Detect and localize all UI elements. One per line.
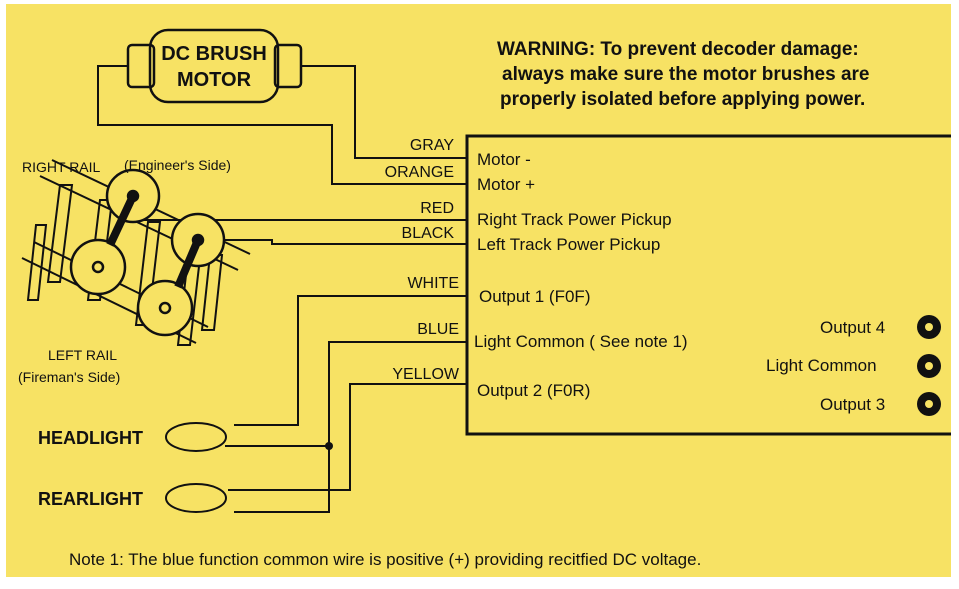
decoder-right-pickup: Right Track Power Pickup bbox=[477, 210, 672, 229]
wheels bbox=[69, 168, 226, 337]
decoder-light-common: Light Common bbox=[766, 356, 877, 375]
motor-label-line-2: MOTOR bbox=[176, 69, 252, 91]
rearlight-label: REARLIGHT bbox=[38, 489, 143, 509]
warning-line-2: always make sure the motor brushes are bbox=[502, 64, 870, 85]
motor-label-line-1: DC BRUSH bbox=[161, 43, 267, 65]
orange-wire bbox=[97, 65, 467, 185]
motor-symbol bbox=[126, 28, 303, 104]
wire-junction bbox=[325, 442, 333, 450]
left-rail-label: LEFT RAIL bbox=[48, 347, 117, 363]
yellow-wire bbox=[228, 383, 467, 491]
gray-wire bbox=[301, 65, 467, 159]
wire-label-yellow: YELLOW bbox=[392, 366, 459, 383]
footnote: Note 1: The blue function common wire is… bbox=[69, 550, 702, 569]
blue-wire bbox=[234, 341, 467, 513]
black-wire bbox=[198, 239, 467, 245]
decoder-output3: Output 3 bbox=[820, 395, 886, 414]
decoder-output1: Output 1 (F0F) bbox=[479, 287, 591, 306]
engineer-side-label: (Engineer's Side) bbox=[124, 157, 231, 173]
wire-label-blue: BLUE bbox=[417, 321, 459, 338]
decoder-light-common-note: Light Common ( See note 1) bbox=[474, 332, 688, 351]
decoder-motor-minus: Motor - bbox=[477, 150, 531, 169]
fireman-side-label: (Fireman's Side) bbox=[18, 369, 121, 385]
wire-label-orange: ORANGE bbox=[384, 164, 454, 181]
rearlight-lamp bbox=[165, 483, 227, 513]
headlight-label: HEADLIGHT bbox=[38, 428, 143, 448]
right-rail-label: RIGHT RAIL bbox=[22, 159, 101, 175]
output-terminals bbox=[917, 315, 941, 416]
decoder-output4: Output 4 bbox=[820, 318, 886, 337]
headlight-lamp bbox=[165, 422, 227, 452]
wire-label-white: WHITE bbox=[407, 275, 459, 292]
wire-label-black: BLACK bbox=[401, 225, 454, 242]
decoder-output2: Output 2 (F0R) bbox=[477, 381, 591, 400]
decoder-left-pickup: Left Track Power Pickup bbox=[477, 235, 661, 254]
white-wire bbox=[234, 295, 467, 426]
warning-line-1: WARNING: To prevent decoder damage: bbox=[497, 39, 859, 60]
wire-label-red: RED bbox=[420, 200, 454, 217]
wire-label-gray: GRAY bbox=[409, 137, 454, 154]
warning-line-3: properly isolated before applying power. bbox=[500, 89, 866, 110]
decoder-motor-plus: Motor + bbox=[477, 175, 536, 194]
